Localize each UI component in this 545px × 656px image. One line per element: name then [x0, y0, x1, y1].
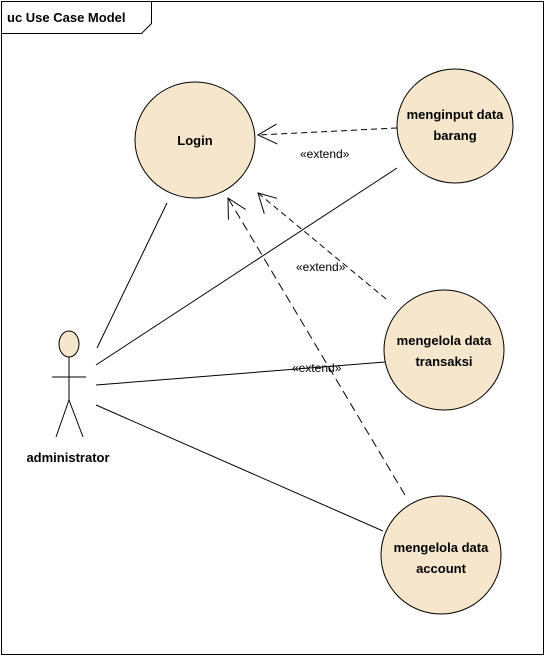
association-administrator-menginput: [95, 167, 398, 366]
use-case-menginput-label-line2: barang: [433, 128, 476, 143]
extend-label-transaksi: «extend»: [296, 260, 346, 274]
use-case-mengelola-data-transaksi: mengelola data transaksi: [383, 289, 505, 411]
actor-head: [58, 330, 80, 358]
frame-title-tab: [1, 1, 152, 34]
extend-arrowhead-transaksi: [257, 192, 278, 214]
use-case-transaksi-shape: [383, 289, 505, 411]
use-case-transaksi-label-line1: mengelola data: [397, 333, 492, 348]
use-case-menginput-shape: [396, 68, 514, 184]
association-administrator-login: [96, 202, 168, 349]
use-case-account-label-line2: account: [416, 561, 467, 576]
actor-administrator: [52, 330, 86, 438]
use-case-account-label-line1: mengelola data: [394, 540, 489, 555]
extend-label-account: «extend»: [292, 361, 342, 375]
extend-line-account-login: [227, 197, 406, 496]
extend-relationships: [227, 123, 406, 496]
actor-left-leg: [55, 399, 70, 438]
use-case-login: Login: [134, 81, 256, 199]
use-case-account-shape: [380, 495, 502, 615]
use-case-login-label: Login: [177, 133, 212, 148]
frame-title: uc Use Case Model: [7, 10, 126, 25]
association-administrator-account: [95, 404, 384, 532]
stereotype-labels: «extend» «extend» «extend»: [292, 147, 350, 375]
associations: [95, 167, 398, 532]
use-case-transaksi-label-line2: transaksi: [415, 354, 472, 369]
extend-line-transaksi-login: [257, 192, 387, 300]
extend-arrowhead-account: [227, 197, 246, 220]
extend-arrowhead-menginput: [256, 123, 278, 145]
use-case-menginput-data-barang: menginput data barang: [396, 68, 514, 184]
association-administrator-transaksi: [95, 361, 386, 386]
use-case-menginput-label-line1: menginput data: [407, 107, 505, 122]
actor-name: administrator: [26, 450, 109, 465]
extend-line-menginput-login: [257, 127, 398, 136]
extend-label-menginput: «extend»: [300, 147, 350, 161]
use-case-mengelola-data-account: mengelola data account: [380, 495, 502, 615]
use-case-login-shape: [134, 81, 256, 199]
actor-right-leg: [68, 399, 84, 438]
